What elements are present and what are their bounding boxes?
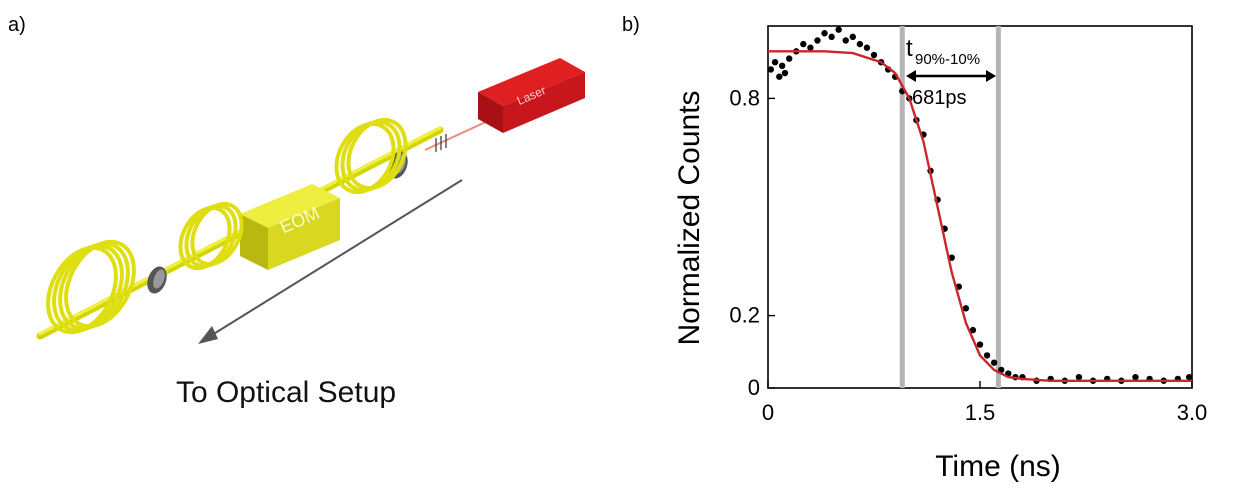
fiber-coil-left xyxy=(46,239,136,335)
data-point xyxy=(842,37,849,44)
y-axis-label: Normalized Counts xyxy=(673,90,706,345)
data-point xyxy=(1132,373,1139,381)
data-point xyxy=(990,359,998,366)
y-tick-label: 0.2 xyxy=(729,303,760,328)
fit-curve xyxy=(768,50,1192,382)
data-point xyxy=(969,326,977,334)
data-point xyxy=(962,305,970,312)
data-point xyxy=(786,55,793,62)
data-point xyxy=(807,44,814,51)
plot-frame xyxy=(767,25,1193,389)
data-point xyxy=(821,30,828,37)
x-tick-label: 0 xyxy=(762,400,774,425)
data-point xyxy=(856,40,864,48)
fall-time-annotation: t 90%-10% 681ps xyxy=(906,35,996,109)
fiber-connector-left xyxy=(147,266,167,294)
output-caption: To Optical Setup xyxy=(176,376,396,409)
data-point xyxy=(800,40,807,48)
data-point xyxy=(983,352,991,359)
y-tick-label: 0 xyxy=(748,375,760,400)
data-point xyxy=(1075,373,1083,381)
x-tick-label: 3.0 xyxy=(1177,400,1208,425)
annotation-subscript: 90%-10% xyxy=(915,51,980,68)
x-tick-label: 1.5 xyxy=(965,400,996,425)
panel-a-label: a) xyxy=(8,14,26,36)
fall-time-chart: 0 0.2 0.8 0 1.5 3.0 Time (ns) Normalized Cou… xyxy=(673,25,1208,483)
data-point xyxy=(771,59,779,66)
y-tick-label: 0.8 xyxy=(729,85,760,110)
output-direction-arrow xyxy=(198,179,463,344)
data-point xyxy=(767,66,775,73)
data-point xyxy=(776,73,783,80)
eom-box: EOM xyxy=(240,184,340,270)
fiber-coil-right xyxy=(334,117,408,195)
annotation-value: 681ps xyxy=(912,87,967,109)
data-point xyxy=(778,62,786,70)
data-point xyxy=(835,26,842,33)
polarization-icon xyxy=(435,134,447,152)
fiber-coil-middle xyxy=(178,201,244,271)
span-arrow xyxy=(906,70,996,82)
data-point xyxy=(828,33,835,41)
panel-b-label: b) xyxy=(622,14,640,36)
data-point xyxy=(863,44,871,51)
data-point xyxy=(849,33,856,41)
data-point xyxy=(781,69,789,77)
laser-box: Laser xyxy=(478,58,585,133)
annotation-symbol: t xyxy=(906,35,913,62)
data-point xyxy=(976,341,984,348)
optical-setup-diagram: Laser EOM To Optical Setup xyxy=(36,58,585,409)
data-point xyxy=(814,37,821,44)
data-point xyxy=(1185,373,1193,381)
data-point xyxy=(870,51,878,59)
x-axis-label: Time (ns) xyxy=(935,450,1061,483)
